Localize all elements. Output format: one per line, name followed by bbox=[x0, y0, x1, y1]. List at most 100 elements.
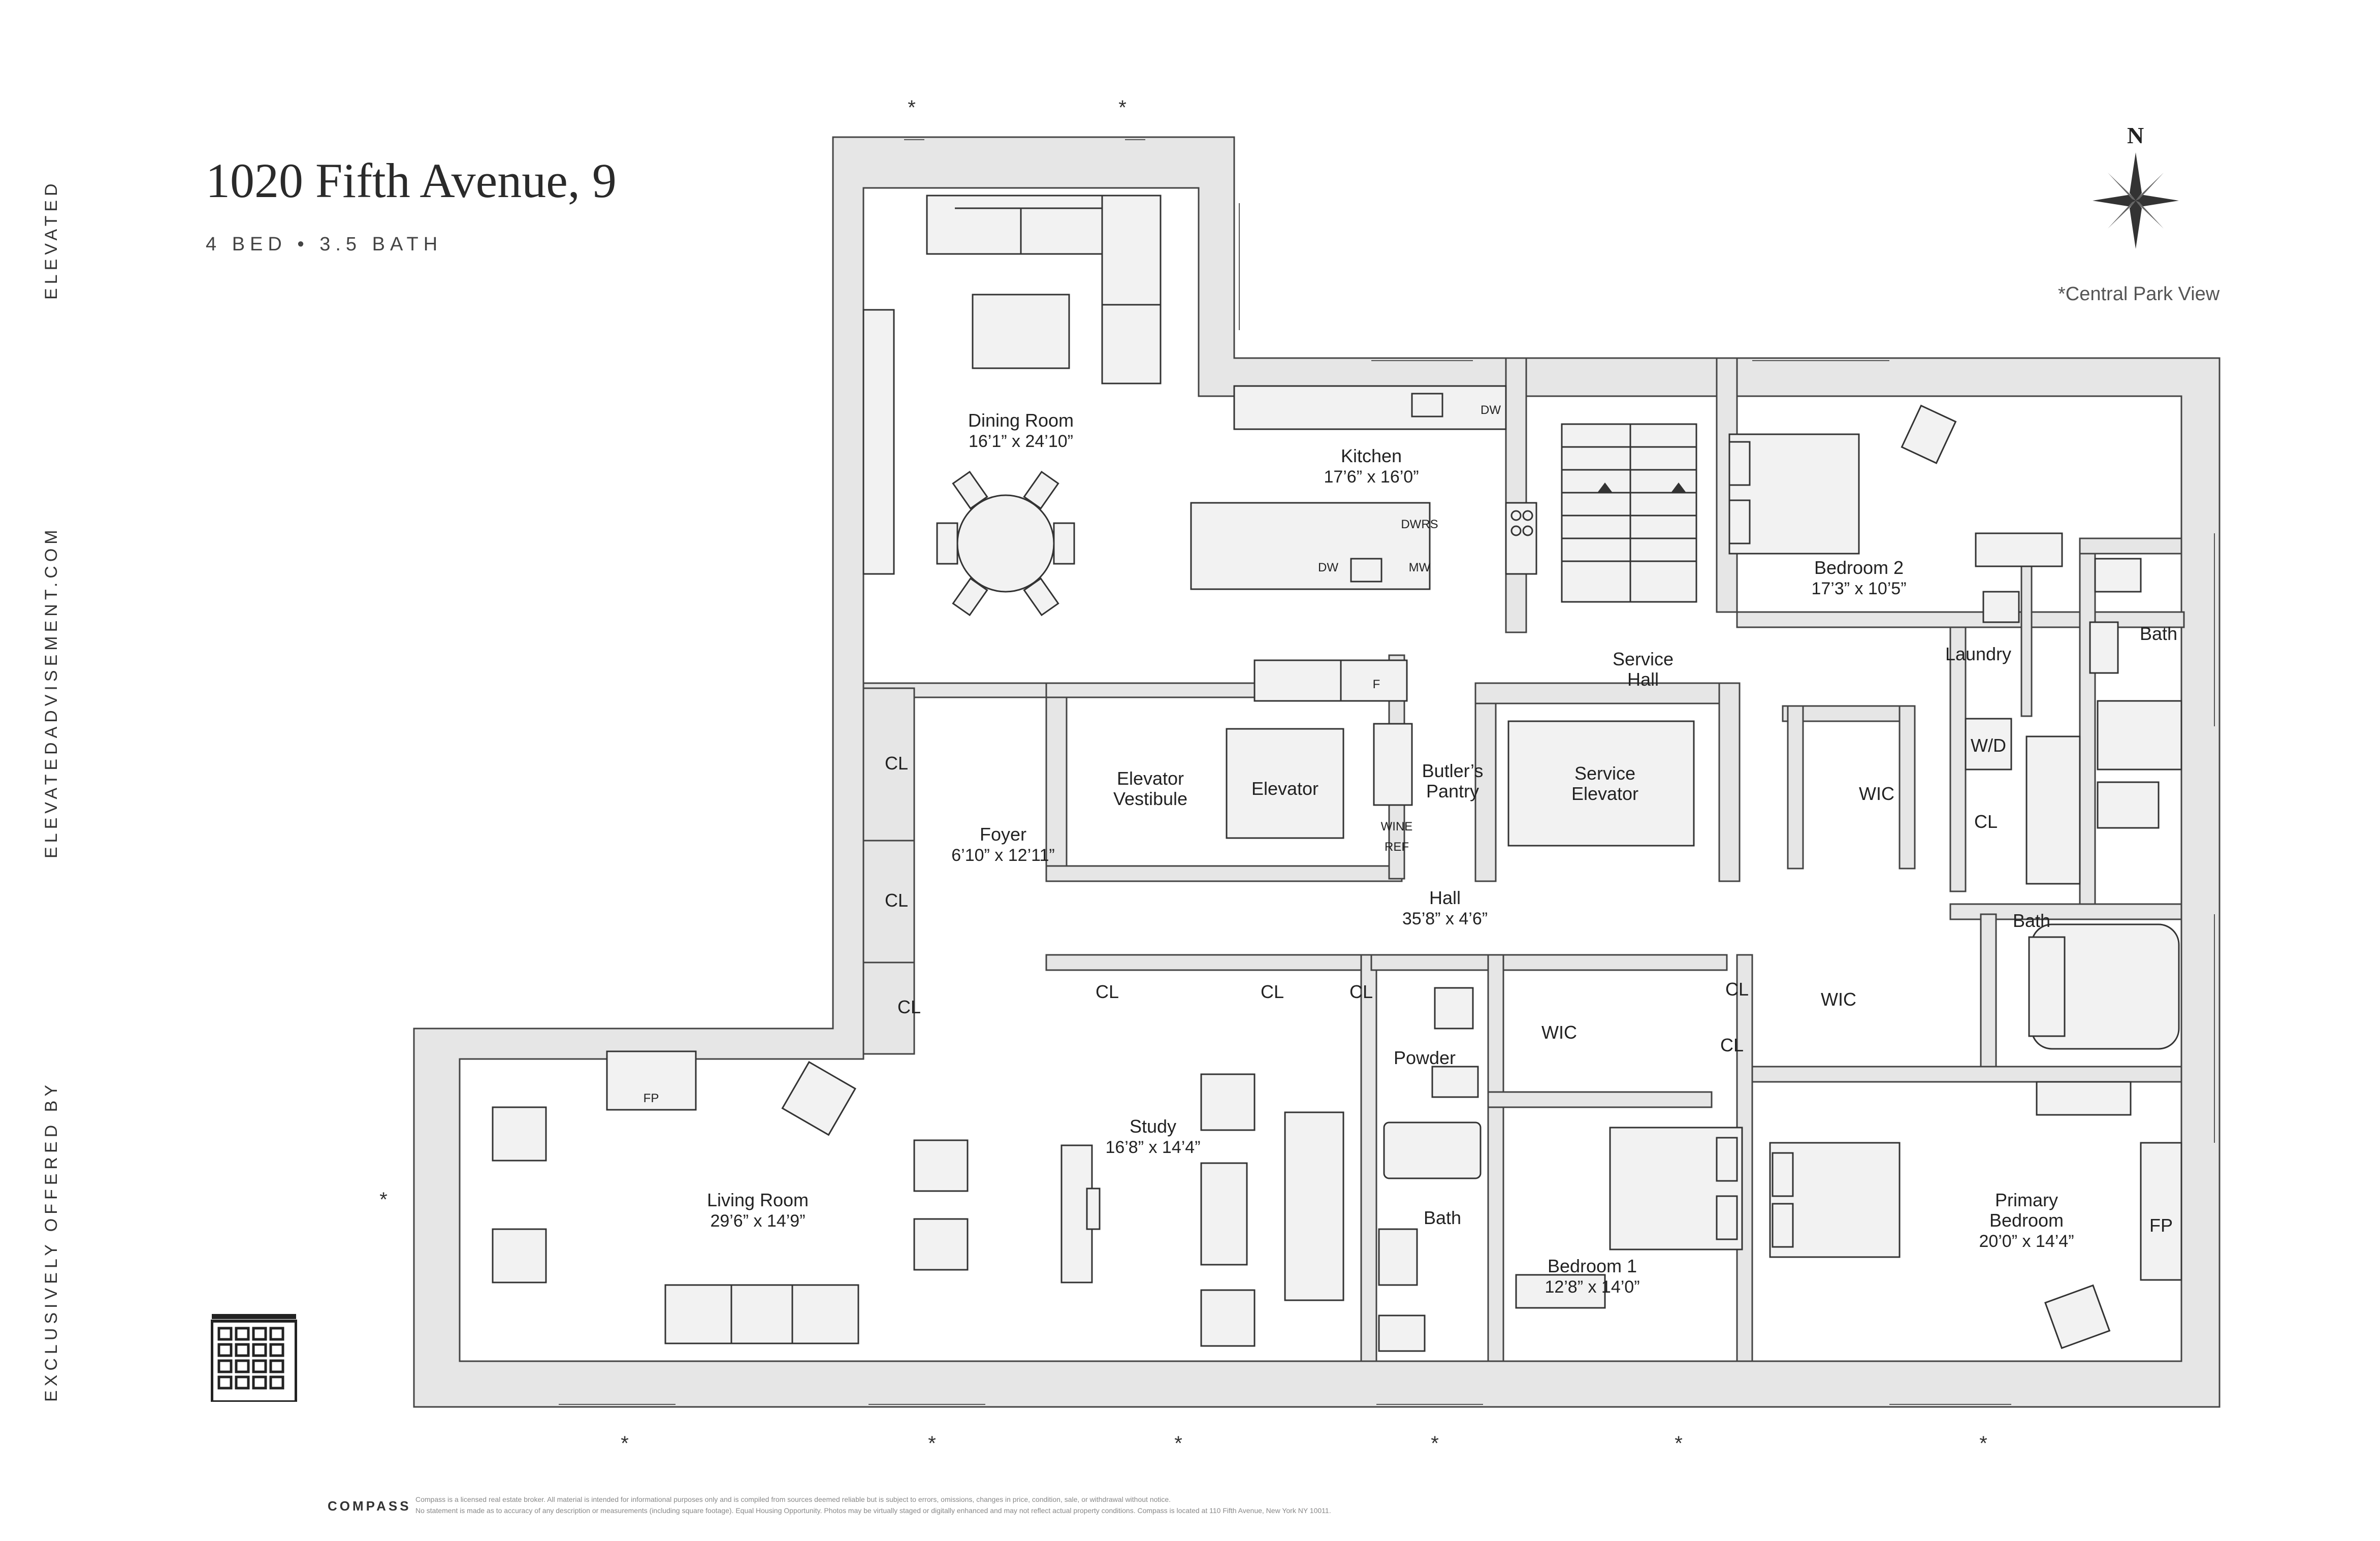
service-elevator-label-1: Service bbox=[1574, 763, 1635, 784]
cl-label-foyer-1: CL bbox=[885, 753, 908, 774]
armchair-icon bbox=[492, 1228, 547, 1283]
laundry-sink-icon bbox=[1982, 591, 2020, 623]
dining-sofa-icon bbox=[926, 195, 1162, 384]
primary-desk-icon bbox=[2036, 1081, 2132, 1116]
building-logo-icon bbox=[211, 1314, 297, 1402]
wic-a-label: WIC bbox=[1859, 783, 1894, 804]
primary-bed-icon bbox=[1769, 1142, 1901, 1258]
foyer-label: Foyer bbox=[980, 824, 1026, 845]
island-mw-label: MW bbox=[1409, 561, 1431, 574]
bedroom2-bed-icon bbox=[1728, 433, 1860, 555]
bath-c-tub-icon bbox=[1383, 1121, 1482, 1179]
bath-b-label: Bath bbox=[2013, 910, 2050, 931]
kitchen-counter-icon bbox=[1190, 385, 1537, 590]
shower-icon bbox=[2025, 735, 2081, 885]
ref-label: REF bbox=[1385, 840, 1409, 854]
cl-label-laundry: CL bbox=[1974, 811, 1998, 832]
compass-rose-icon bbox=[2093, 152, 2179, 249]
kitchen-dwrs-label: DWRS bbox=[1401, 518, 1438, 531]
living-room-label: Living Room bbox=[707, 1190, 809, 1210]
listing-subtitle: 4 BED • 3.5 BATH bbox=[206, 234, 443, 255]
study-furniture bbox=[1060, 1073, 1344, 1347]
elevator-cab-icon bbox=[1226, 728, 1344, 839]
bath-b-toilet-icon bbox=[2097, 781, 2160, 829]
double-vanity-icon bbox=[2028, 936, 2066, 1037]
cl-label-foyer-2: CL bbox=[885, 890, 908, 911]
powder-label: Powder bbox=[1394, 1047, 1456, 1068]
windows bbox=[559, 139, 2215, 1405]
view-star: * bbox=[379, 1189, 388, 1211]
bath-a-label: Bath bbox=[2140, 623, 2177, 644]
primary-chair-icon bbox=[2044, 1284, 2111, 1350]
disclaimer-line-1: Compass is a licensed real estate broker… bbox=[415, 1495, 1171, 1503]
wic-b-label: WIC bbox=[1821, 989, 1856, 1010]
hall-label: Hall bbox=[1429, 887, 1461, 908]
north-label: N bbox=[2127, 122, 2144, 148]
living-room-furniture bbox=[492, 1050, 969, 1344]
primary-bedroom-dim: 20’0” x 14’4” bbox=[1979, 1232, 2074, 1251]
bedroom1-dim: 12’8” x 14’0” bbox=[1545, 1277, 1639, 1297]
bedroom2-dim: 17’3” x 10’5” bbox=[1811, 579, 1906, 598]
listing-title: 1020 Fifth Avenue, 9 bbox=[206, 153, 617, 208]
bedroom2-desk-icon bbox=[1975, 532, 2063, 567]
bath-c-label: Bath bbox=[1424, 1207, 1461, 1228]
freezer-icon bbox=[1340, 659, 1408, 702]
bath-c-sink-icon bbox=[1378, 1228, 1418, 1286]
elevator-vestibule-label-1: Elevator bbox=[1117, 768, 1184, 789]
view-star: * bbox=[928, 1432, 936, 1455]
view-star: * bbox=[1675, 1432, 1683, 1455]
elevator-label: Elevator bbox=[1251, 778, 1318, 799]
view-star: * bbox=[621, 1432, 629, 1455]
study-label: Study bbox=[1130, 1116, 1176, 1137]
service-elevator-label-2: Elevator bbox=[1571, 783, 1638, 804]
cl-label-study-2: CL bbox=[1261, 981, 1284, 1002]
primary-fp-label: FP bbox=[2149, 1215, 2173, 1236]
disclaimer-line-2: No statement is made as to accuracy of a… bbox=[415, 1506, 1331, 1515]
cl-label-foyer-3: CL bbox=[897, 997, 921, 1017]
interior-walls bbox=[862, 357, 2185, 1362]
armchair-icon bbox=[781, 1061, 856, 1136]
wic-c-label: WIC bbox=[1541, 1022, 1577, 1043]
armchair-icon bbox=[913, 1218, 969, 1271]
bedroom1-bed-icon bbox=[1609, 1127, 1743, 1250]
wine-label: WINE bbox=[1381, 820, 1413, 833]
bedroom1-desk-icon bbox=[1515, 1274, 1606, 1309]
service-hall-label-2: Hall bbox=[1627, 669, 1659, 690]
elevator-vestibule-label-2: Vestibule bbox=[1113, 788, 1187, 809]
bath-c-toilet-icon bbox=[1378, 1314, 1426, 1352]
powder-toilet-icon bbox=[1431, 1066, 1479, 1098]
service-hall-label-1: Service bbox=[1613, 649, 1674, 669]
view-star: * bbox=[1118, 97, 1127, 119]
dining-room-label: Dining Room bbox=[968, 410, 1074, 431]
primary-fireplace-icon bbox=[2140, 1142, 2182, 1281]
freezer-f-label: F bbox=[1373, 678, 1380, 691]
bath-a-shower-icon bbox=[2097, 700, 2182, 770]
pantry-counter-icon bbox=[1373, 723, 1413, 806]
wd-label: W/D bbox=[1971, 735, 2006, 756]
view-star: * bbox=[908, 97, 916, 119]
cl-label-bed1-1: CL bbox=[1725, 979, 1749, 1000]
coffee-table-icon bbox=[972, 294, 1070, 369]
central-park-view-note: *Central Park View bbox=[2058, 283, 2220, 305]
washer-dryer-icon bbox=[1965, 718, 2012, 770]
powder-sink-icon bbox=[1434, 987, 1474, 1030]
island-dw-label: DW bbox=[1318, 561, 1338, 574]
butlers-pantry-label-1: Butler’s bbox=[1422, 760, 1484, 781]
service-stair-icon bbox=[1561, 423, 1697, 603]
bath-a-sink-icon bbox=[2089, 621, 2119, 674]
kitchen-dim: 17’6” x 16’0” bbox=[1324, 467, 1419, 487]
living-fp-label: FP bbox=[644, 1091, 659, 1105]
foyer-console-icon bbox=[1253, 659, 1342, 702]
living-sofa-icon bbox=[664, 1284, 859, 1344]
bedroom2-label: Bedroom 2 bbox=[1814, 557, 1904, 578]
hall-dim: 35’8” x 4’6” bbox=[1402, 909, 1488, 928]
view-star: * bbox=[1431, 1432, 1439, 1455]
bedroom2-chair-icon bbox=[1901, 404, 1957, 464]
kitchen-label: Kitchen bbox=[1341, 445, 1402, 466]
cl-label-hall: CL bbox=[1349, 981, 1373, 1002]
butlers-pantry-label-2: Pantry bbox=[1426, 781, 1479, 801]
study-dim: 16’8” x 14’4” bbox=[1105, 1138, 1200, 1157]
bedroom1-label: Bedroom 1 bbox=[1548, 1256, 1637, 1276]
kitchen-dw-label: DW bbox=[1481, 403, 1501, 417]
